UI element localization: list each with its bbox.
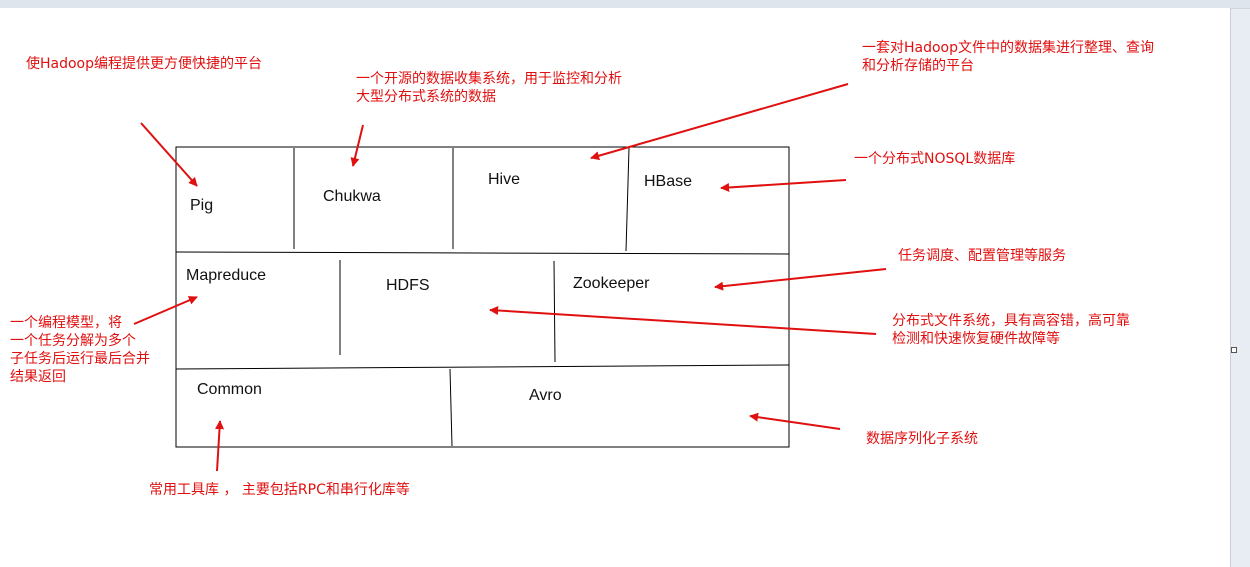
note-avro: 数据序列化子系统 [866, 431, 978, 447]
label-avro: Avro [529, 387, 562, 404]
arrow-mapreduce [133, 296, 198, 325]
label-chukwa: Chukwa [323, 188, 381, 205]
arrow-hbase [720, 179, 847, 192]
label-mapreduce: Mapreduce [186, 267, 267, 284]
col-divider-hive-hbase [625, 147, 630, 252]
note-mapreduce: 一个编程模型，将 一个任务分解为多个 子任务后运行最后合并 结果返回 [10, 315, 150, 385]
note-zookeeper: 任务调度、配置管理等服务 [898, 248, 1066, 264]
resize-handle[interactable] [1231, 347, 1237, 353]
arrow-avro [749, 412, 841, 430]
row-divider-2 [175, 364, 790, 370]
arrow-chukwa [350, 124, 364, 167]
note-hive: 一套对Hadoop文件中的数据集进行整理、查询 和分析存储的平台 [862, 40, 1155, 74]
arrow-hdfs [489, 306, 877, 335]
note-hdfs: 分布式文件系统，具有高容错，高可靠 检测和快速恢复硬件故障等 [892, 313, 1130, 347]
label-hive: Hive [488, 171, 521, 188]
arrow-pig [140, 122, 198, 187]
document-page [0, 8, 1231, 567]
arrow-common [215, 420, 225, 472]
note-chukwa: 一个开源的数据收集系统，用于监控和分析 大型分布式系统的数据 [356, 71, 622, 105]
note-common: 常用工具库 ， 主要包括RPC和串行化库等 [149, 482, 410, 498]
note-pig: 使Hadoop编程提供更方便快捷的平台 [26, 56, 263, 72]
architecture-box [175, 146, 790, 448]
arrow-hive [590, 83, 849, 161]
label-hbase: HBase [644, 173, 693, 190]
note-hbase: 一个分布式NOSQL数据库 [854, 151, 1016, 167]
row-divider-1 [175, 251, 790, 255]
label-pig: Pig [190, 197, 214, 214]
arrow-zookeeper [714, 268, 887, 291]
col-divider-common-avro [449, 368, 453, 447]
label-hdfs: HDFS [386, 277, 430, 294]
label-zookeeper: Zookeeper [573, 275, 650, 292]
label-common: Common [197, 381, 262, 398]
col-divider-hdfs-zookeeper [553, 260, 556, 363]
